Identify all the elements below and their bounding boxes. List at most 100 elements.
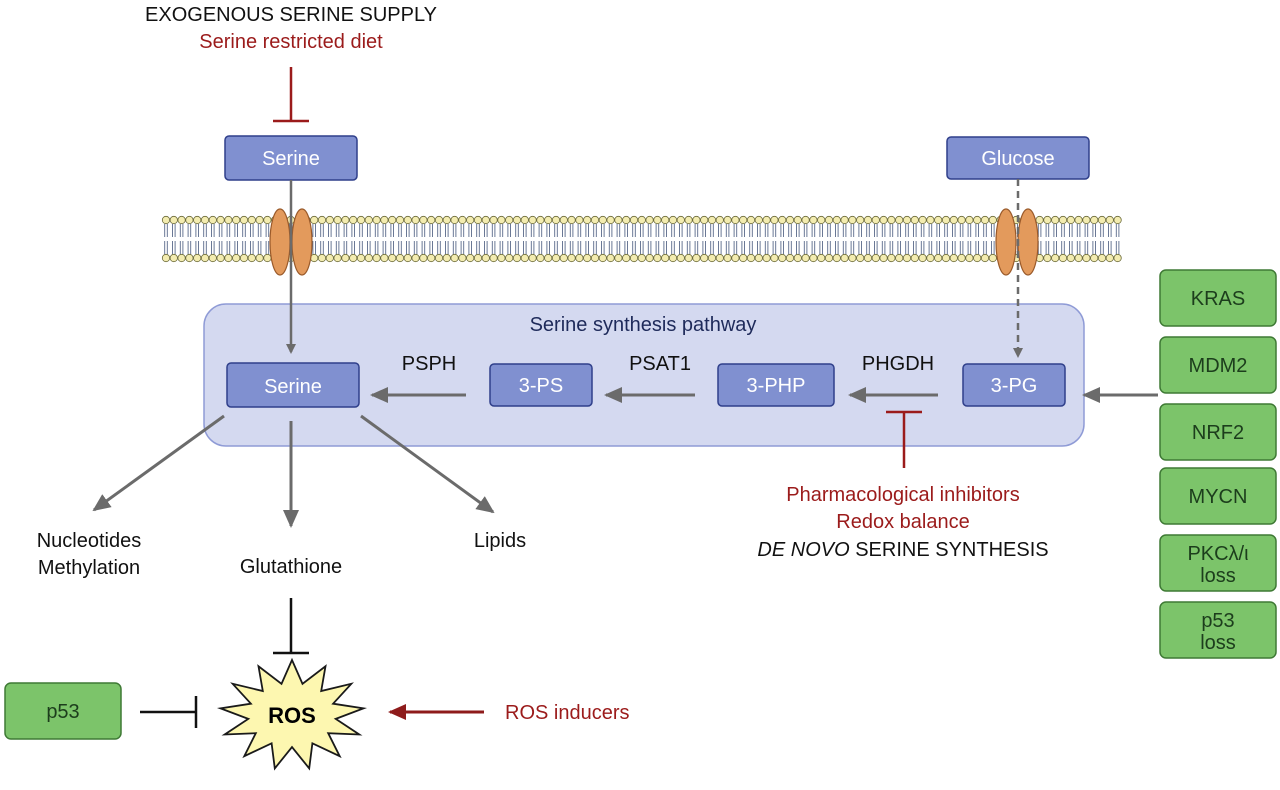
glucose-node[interactable]: Glucose <box>946 136 1090 180</box>
lipid-head <box>185 215 194 225</box>
ros-node[interactable]: ROS <box>216 657 368 771</box>
lipid-head <box>380 253 389 263</box>
regulator-p53-loss[interactable]: p53 loss <box>1159 601 1277 659</box>
lipid-head <box>380 215 389 225</box>
exogenous-supply-label: EXOGENOUS SERINE SUPPLY <box>145 4 437 26</box>
lipid-head <box>551 253 561 263</box>
lipid-head <box>637 253 646 263</box>
lipid-head <box>778 253 787 263</box>
p53-node[interactable]: p53 <box>4 682 122 740</box>
serine-outside-node[interactable]: Serine <box>224 135 358 181</box>
lipid-head <box>372 215 381 225</box>
3pg-label: 3-PG <box>991 375 1038 397</box>
lipid-head <box>661 253 670 263</box>
regulator-mycn[interactable]: MYCN <box>1159 467 1277 525</box>
regulator-pkc-loss-label: loss <box>1200 565 1236 587</box>
lipid-head <box>1035 215 1044 225</box>
ros-inducers-label: ROS inducers <box>505 702 630 724</box>
lipid-head <box>770 253 779 263</box>
3ps-node[interactable]: 3-PS <box>489 363 593 407</box>
regulator-pkc-loss[interactable]: PKCλ/ι loss <box>1159 534 1277 592</box>
lipid-head <box>325 253 334 263</box>
glutathione-label: Glutathione <box>240 556 342 578</box>
lipid-head <box>317 253 327 263</box>
lipid-head <box>325 215 334 225</box>
lipid-head <box>918 253 927 263</box>
lipid-head <box>778 215 787 225</box>
lipid-head <box>676 215 685 225</box>
lipid-head <box>879 215 888 225</box>
lipid-head <box>512 215 522 225</box>
lipid-head <box>349 253 358 263</box>
lipid-head <box>980 215 990 225</box>
regulator-p53-loss-label: loss <box>1200 632 1236 654</box>
lipid-head <box>809 215 818 225</box>
lipid-head <box>1066 253 1075 263</box>
regulator-nrf2[interactable]: NRF2 <box>1159 403 1277 461</box>
regulator-nrf2-label: NRF2 <box>1192 422 1244 444</box>
lipid-head <box>356 253 366 263</box>
lipid-head <box>161 253 171 263</box>
de-novo-italic: DE NOVO <box>757 539 849 561</box>
lipid-head <box>692 215 701 225</box>
lipid-head <box>723 215 732 225</box>
regulator-kras[interactable]: KRAS <box>1159 269 1277 327</box>
lipid-head <box>973 253 982 263</box>
lipid-head <box>388 253 397 263</box>
nucleotides-label: Nucleotides <box>37 530 142 552</box>
lipid-head <box>793 215 802 225</box>
lipid-head <box>832 253 841 263</box>
lipid-head <box>863 253 873 263</box>
lipid-head <box>1058 215 1068 225</box>
lipid-head <box>1097 253 1107 263</box>
lipid-head <box>676 253 685 263</box>
lipid-head <box>661 215 670 225</box>
lipid-head <box>895 215 904 225</box>
lipid-head <box>746 215 756 225</box>
3php-node[interactable]: 3-PHP <box>717 363 835 407</box>
lipid-head <box>427 253 436 263</box>
3pg-node[interactable]: 3-PG <box>962 363 1066 407</box>
lipid-head <box>169 215 178 225</box>
lipid-head <box>700 253 709 263</box>
lipid-head <box>247 215 256 225</box>
lipid-head <box>411 253 420 263</box>
regulator-mycn-label: MYCN <box>1189 486 1248 508</box>
lipid-head <box>848 215 857 225</box>
lipid-head <box>520 253 529 263</box>
lipid-head <box>926 215 935 225</box>
lipid-head <box>1074 253 1083 263</box>
lipid-head <box>356 215 366 225</box>
lipid-head <box>247 253 256 263</box>
pathway-title: Serine synthesis pathway <box>530 314 757 336</box>
lipid-head <box>614 253 623 263</box>
lipid-head <box>1105 253 1114 263</box>
serine-inside-node[interactable]: Serine <box>226 362 360 408</box>
serine-outside-label: Serine <box>262 148 320 170</box>
lipid-head <box>505 215 514 225</box>
lipid-head <box>863 215 873 225</box>
lipid-head <box>1074 215 1083 225</box>
regulator-mdm2[interactable]: MDM2 <box>1159 336 1277 394</box>
lipid-head <box>1113 253 1122 263</box>
lipid-head <box>801 253 810 263</box>
lipid-head <box>512 253 522 263</box>
lipid-head <box>349 215 358 225</box>
lipid-head <box>973 215 982 225</box>
lipid-head <box>575 253 584 263</box>
lipid-head <box>1043 215 1052 225</box>
lipid-head <box>848 253 857 263</box>
lipid-head <box>208 253 217 263</box>
glucose-label: Glucose <box>981 148 1054 170</box>
lipid-head <box>957 215 966 225</box>
serine-to-nucleotides-arrow <box>92 414 225 512</box>
lipid-head <box>458 215 467 225</box>
lipid-head <box>489 253 498 263</box>
lipid-head <box>941 215 951 225</box>
lipid-head <box>1058 253 1068 263</box>
lipid-head <box>419 253 428 263</box>
lipid-head <box>832 215 841 225</box>
lipid-head <box>707 253 717 263</box>
lipid-head <box>341 253 350 263</box>
